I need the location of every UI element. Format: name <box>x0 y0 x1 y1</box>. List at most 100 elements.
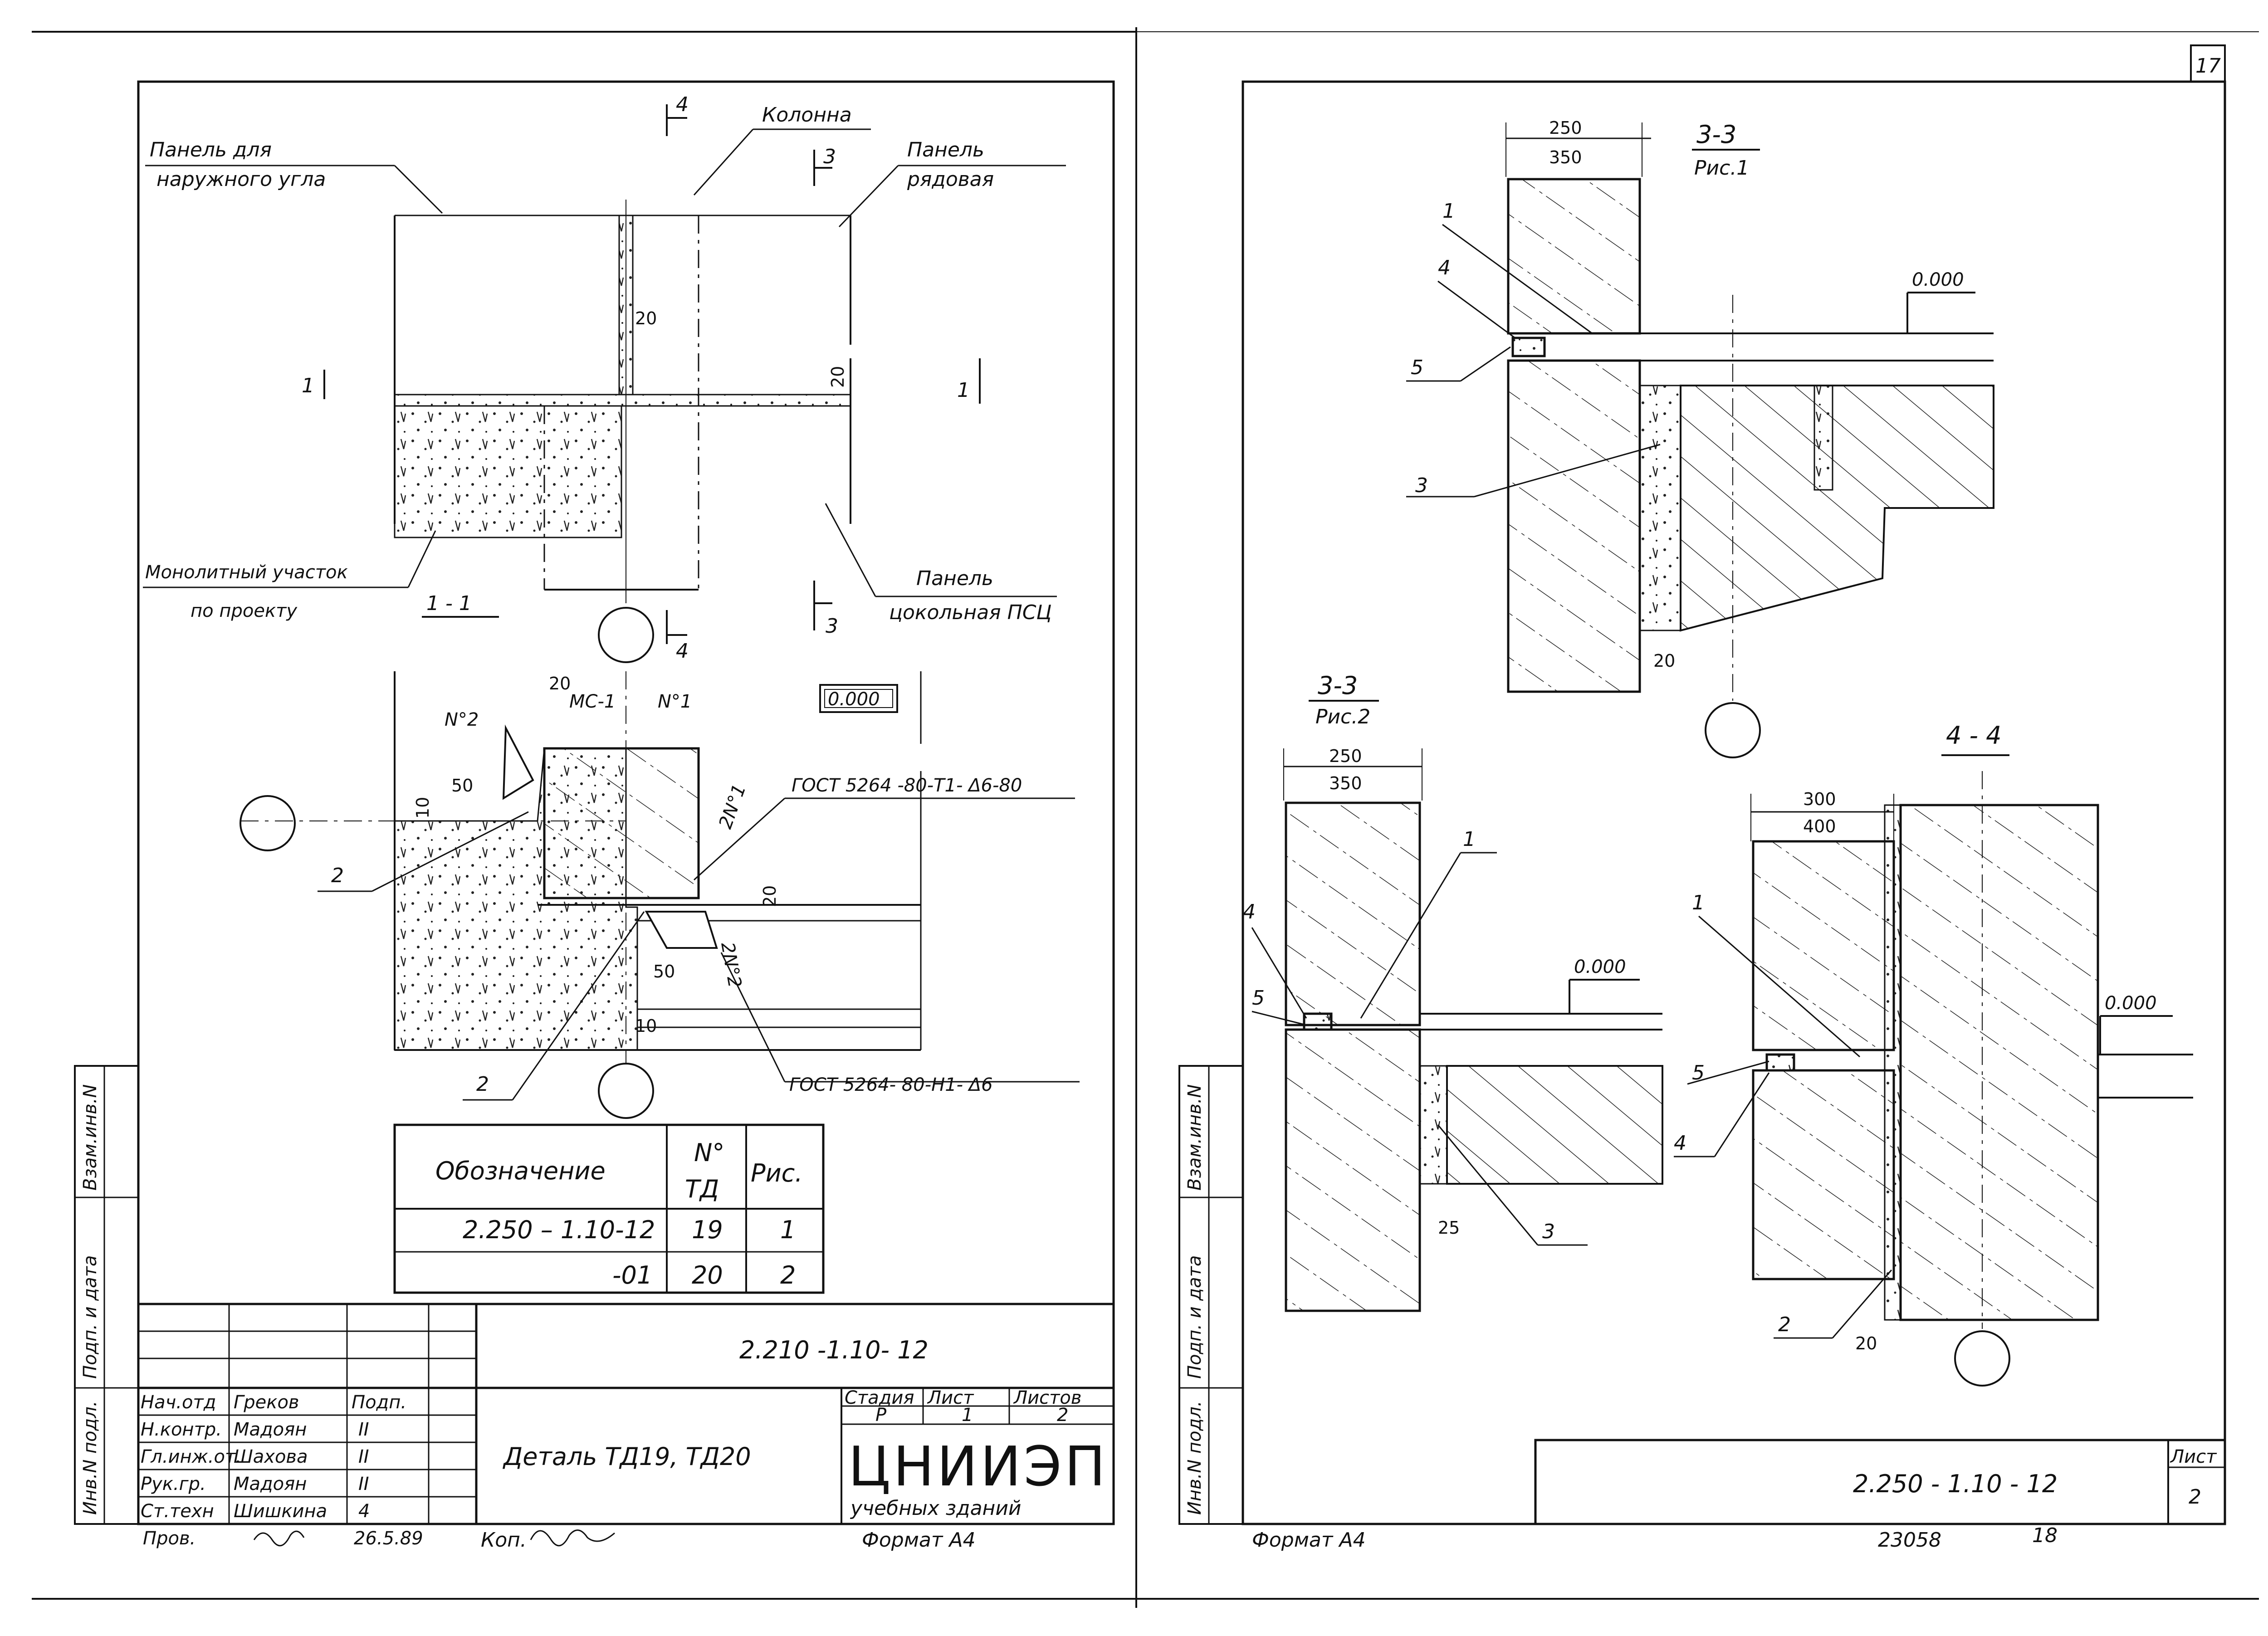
stamp-inv-label: Инв.N подл. <box>80 1401 101 1515</box>
format-right: Формат А4 <box>1252 1529 1366 1552</box>
table-cell-designation-1: 2.250 – 1.10-12 <box>463 1216 655 1244</box>
s44-callout-4: 4 <box>1674 1132 1686 1155</box>
plan-detail: 0.000 МС-1 20 N°1 N°2 50 10 2N°1 ГОСТ 52… <box>240 671 1080 1119</box>
fig1-callout-1: 1 <box>1442 200 1455 223</box>
dim-20-plan: 20 <box>549 674 571 693</box>
s44-dim-400: 400 <box>1803 816 1836 836</box>
fig1-title: 3-3 <box>1696 120 1736 149</box>
cut-mark-4-bottom: 4 <box>676 640 689 663</box>
table-cell-fig-2: 2 <box>780 1261 796 1289</box>
fig1-callout-5: 5 <box>1411 356 1423 379</box>
signature-kop <box>530 1529 615 1547</box>
stamp-sign-label: Подп. и дата <box>80 1255 101 1379</box>
section-4-4: 300 400 4 - 4 0.000 1 5 4 2 20 <box>1674 721 2193 1387</box>
s44-callout-1: 1 <box>1692 891 1705 914</box>
fig2-dim-350: 350 <box>1329 773 1362 793</box>
name-2: Мадоян <box>234 1419 307 1440</box>
format-left: Формат А4 <box>862 1529 976 1552</box>
label-2n1: 2N°1 <box>715 781 750 831</box>
name-4: Мадоян <box>234 1474 307 1494</box>
kop-label: Коп. <box>481 1529 527 1552</box>
table-cell-fig-1: 1 <box>780 1216 796 1244</box>
name-1: Греков <box>234 1392 299 1413</box>
dim-20-a: 20 <box>635 308 657 328</box>
table-header-td: ТД <box>685 1175 719 1203</box>
label-panel-corner: Панель для <box>150 138 272 161</box>
s44-dim-20: 20 <box>1855 1333 1877 1353</box>
org-subtitle: учебных зданий <box>850 1497 1022 1520</box>
plan-level: 0.000 <box>828 689 880 710</box>
fig1-level: 0.000 <box>1912 269 1964 290</box>
title-code: 2.210 -1.10- 12 <box>739 1336 929 1364</box>
sheet-value: 1 <box>962 1405 973 1426</box>
cut-mark-1-right: 1 <box>957 379 970 402</box>
right-sheet: 17 Инв.N подл. Подп. и дата Взам.инв.N 2… <box>1178 44 2226 1552</box>
right-code: 2.250 - 1.10 - 12 <box>1853 1470 2058 1498</box>
org-name: ЦНИИЭП <box>848 1436 1108 1499</box>
fig1-dim-250: 250 <box>1549 118 1582 138</box>
table-cell-td-1: 19 <box>692 1216 723 1244</box>
title-name: Деталь ТД19, ТД20 <box>503 1442 751 1471</box>
sign-2: II <box>358 1419 369 1440</box>
label-panel-plinth-2: цокольная ПСЦ <box>889 601 1052 624</box>
fig2-callout-3: 3 <box>1542 1220 1555 1243</box>
sheet-corner-number: 17 <box>2195 54 2221 78</box>
designation-table: Обозначение N° ТД Рис. 2.250 – 1.10-12 1… <box>393 1123 825 1294</box>
fig1-callout-4: 4 <box>1438 256 1451 279</box>
role-4: Рук.гр. <box>141 1474 206 1494</box>
section-3-3-fig2: 250 350 3-3 Рис.2 0.000 1 4 5 3 25 <box>1243 671 1663 1312</box>
dim-10-b: 10 <box>635 1016 657 1036</box>
sheets-header: Листов <box>1013 1387 1081 1408</box>
sheets-value: 2 <box>1057 1405 1068 1426</box>
fig2-dim-25: 25 <box>1438 1218 1460 1238</box>
sign-1: Подп. <box>352 1392 406 1413</box>
label-column: Колонна <box>762 103 852 127</box>
label-ms1: МС-1 <box>569 691 616 712</box>
stamp-replace-label: Взам.инв.N <box>80 1084 101 1191</box>
label-panel-corner-2: наружного угла <box>156 168 326 191</box>
label-monolith: Монолитный участок <box>145 562 348 583</box>
label-panel-row: Панель <box>907 138 984 161</box>
right-title-block: 2.250 - 1.10 - 12 Лист 2 Формат А4 23058… <box>1252 1439 2226 1552</box>
page-number: 18 <box>2032 1524 2058 1547</box>
role-5: Ст.техн <box>141 1501 214 1522</box>
cut-mark-1-left: 1 <box>302 374 314 397</box>
right-sheet-header: Лист <box>2170 1446 2217 1467</box>
fig1-subtitle: Рис.1 <box>1694 156 1749 180</box>
stamp-inv-label-r: Инв.N подл. <box>1184 1401 1205 1515</box>
fig2-level: 0.000 <box>1574 957 1626 977</box>
right-sheet-value: 2 <box>2189 1485 2201 1509</box>
callout-2-upper: 2 <box>331 864 344 887</box>
section-3-3-fig1: 250 350 3-3 Рис.1 0.000 1 4 5 3 20 <box>1406 118 1994 758</box>
sheet-header: Лист <box>927 1387 974 1408</box>
sign-4: II <box>358 1474 369 1494</box>
dim-20-plan-b: 20 <box>760 885 780 907</box>
label-panel-plinth: Панель <box>916 567 993 590</box>
label-monolith-2: по проекту <box>191 601 298 621</box>
table-cell-td-2: 20 <box>692 1261 723 1289</box>
label-n2: N°2 <box>445 709 479 730</box>
callout-2-lower: 2 <box>476 1073 489 1096</box>
stamp-sign-label-r: Подп. и дата <box>1184 1255 1205 1379</box>
label-panel-row-2: рядовая <box>907 168 994 191</box>
fig1-dim-350: 350 <box>1549 147 1582 167</box>
s44-level: 0.000 <box>2105 993 2157 1014</box>
cut-mark-3-top: 3 <box>823 145 836 168</box>
label-n1: N°1 <box>658 691 692 712</box>
name-3: Шахова <box>234 1446 308 1467</box>
s44-title: 4 - 4 <box>1946 721 2002 750</box>
fig2-subtitle: Рис.2 <box>1315 705 1370 728</box>
label-2n2: 2N°2 <box>717 941 745 989</box>
title-block: 2.210 -1.10- 12 Деталь ТД19, ТД20 Стадия… <box>137 1303 1115 1552</box>
fig2-title: 3-3 <box>1318 671 1358 700</box>
fig1-dim-20: 20 <box>1653 651 1675 671</box>
fig1-callout-3: 3 <box>1415 474 1428 497</box>
fig2-callout-5: 5 <box>1252 986 1265 1010</box>
stamp-replace-label-r: Взам.инв.N <box>1184 1084 1205 1191</box>
stage-header: Стадия <box>845 1387 914 1408</box>
table-cell-designation-2: -01 <box>612 1261 652 1289</box>
dim-20-b: 20 <box>828 366 848 388</box>
label-gost-1: ГОСТ 5264 -80-Т1- Δ6-80 <box>792 775 1022 796</box>
